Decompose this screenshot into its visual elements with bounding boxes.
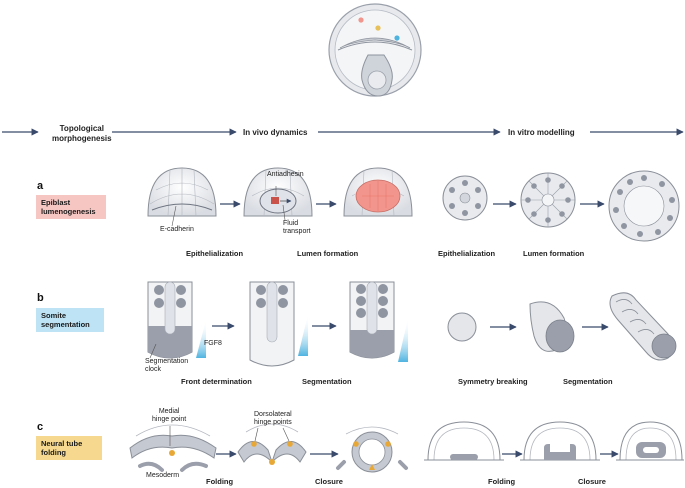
somitoid-sphere [447,312,477,342]
psm-tissue-2 [249,281,308,367]
label-fluid-transport: Fluid transport [283,220,311,236]
neural-folds-2 [237,423,307,465]
in-vitro-cluster-1 [442,175,488,221]
panel-a-title: Epiblast lumenogenesis [36,195,106,219]
label-dorso-line1: Dorsolateral [254,411,292,418]
header-stage-topological-line2: morphogenesis [52,134,112,143]
step-b-4: Segmentation [563,377,613,386]
panel-c-title: Neural tube folding [36,436,102,460]
panel-c-title-line2: folding [41,448,66,457]
panel-a-illustrations [147,167,680,242]
epiblast-dome-1 [147,167,217,227]
step-c-2: Closure [315,477,343,486]
header-stage-in-vivo: In vivo dynamics [243,128,308,137]
panel-c-title-line1: Neural tube [41,439,83,448]
label-fluid-line1: Fluid [283,220,299,227]
step-b-1: Front determination [181,377,252,386]
step-a-1: Epithelialization [186,249,244,258]
panel-b-title-line1: Somite [41,311,67,320]
in-vitro-cluster-3 [608,170,680,242]
somitoid-elongating [529,301,575,353]
panel-b-letter: b [37,292,44,304]
label-clock-line2: clock [145,366,161,373]
header-stage-topological: Topological morphogenesis [52,124,112,144]
label-dorso-line2: hinge points [254,419,292,426]
panel-c-letter: c [37,421,44,433]
in-vitro-neural-2 [520,421,600,461]
in-vitro-neural-1 [424,421,504,461]
label-fgf8: FGF8 [204,340,222,347]
step-c-1: Folding [206,477,234,486]
epiblast-dome-3 [343,167,413,217]
step-c-3: Folding [488,477,516,486]
step-a-3: Epithelialization [438,249,496,258]
neural-plate-1 [129,424,217,472]
label-mesoderm: Mesoderm [146,472,180,479]
label-antiadhesin: Antiadhesin [267,171,304,178]
step-c-4: Closure [578,477,606,486]
step-b-3: Symmetry breaking [458,377,528,386]
epiblast-dome-2 [243,167,313,221]
neural-tube-closed [336,426,408,473]
panel-b-title: Somite segmentation [36,308,104,332]
panel-b-title-line2: segmentation [41,320,90,329]
in-vitro-neural-3 [616,421,684,461]
header-stage-topological-line1: Topological [59,124,104,133]
psm-tissue-1 [147,281,206,359]
step-b-2: Segmentation [302,377,352,386]
label-fluid-line2: transport [283,228,311,235]
label-dorsolateral-hinge-points: Dorsolateral hinge points [254,411,292,427]
in-vitro-cluster-2 [520,172,576,228]
panel-c-illustrations [129,421,684,473]
embryo-overview-illustration [328,3,422,97]
panel-a-letter: a [37,180,44,192]
label-segmentation-clock: Segmentation clock [145,358,188,374]
somitoid-segmented [609,292,677,361]
label-medial-line1: Medial [158,408,180,415]
label-clock-line1: Segmentation [145,358,189,365]
panel-b-illustrations [147,281,677,367]
label-medial-line2: hinge point [152,416,187,423]
panel-a-title-line1: Epiblast [41,198,71,207]
header-stage-in-vitro: In vitro modelling [508,128,575,137]
label-ecadherin: E-cadherin [160,226,194,233]
psm-tissue-3 [349,281,408,362]
step-a-4: Lumen formation [523,249,585,258]
panel-a-title-line2: lumenogenesis [41,207,96,216]
label-medial-hinge-point: Medial hinge point [152,408,186,424]
step-a-2: Lumen formation [297,249,359,258]
